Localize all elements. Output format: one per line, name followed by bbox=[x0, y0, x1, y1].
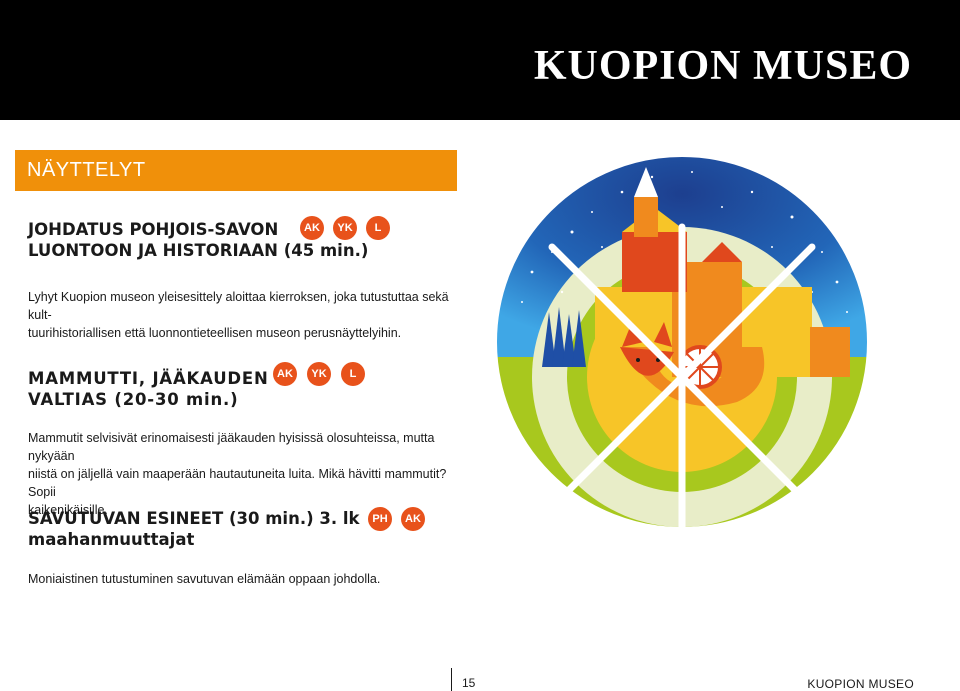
page-number: 15 bbox=[462, 676, 476, 690]
footer-museum-name: KUOPION MUSEO bbox=[807, 677, 914, 691]
badge-ph: PH bbox=[368, 507, 392, 531]
exhibit-title-1-line1: JOHDATUS POHJOIS-SAVON bbox=[28, 220, 279, 239]
wheel-icon bbox=[678, 345, 722, 389]
exhibit-description-1: Lyhyt Kuopion museon yleisesittely aloit… bbox=[28, 288, 468, 342]
section-title: NÄYTTELYT bbox=[27, 159, 146, 181]
exhibit-title-2: MAMMUTTI, JÄÄKAUDEN VALTIAS (20-30 min.) bbox=[28, 368, 269, 410]
emblem-spokes bbox=[548, 223, 816, 528]
badge-ak: AK bbox=[401, 507, 425, 531]
exhibit-description-3: Moniaistinen tutustuminen savutuvan eläm… bbox=[28, 570, 468, 588]
badge-l: L bbox=[341, 362, 365, 386]
exhibit-description-2-line1: Mammutit selvisivät erinomaisesti jääkau… bbox=[28, 431, 435, 463]
badge-yk: YK bbox=[307, 362, 331, 386]
exhibit-title-1-line2: LUONTOON JA HISTORIAAN (45 min.) bbox=[28, 241, 369, 260]
page-header: KUOPION MUSEO bbox=[0, 0, 960, 120]
exhibit-title-1: JOHDATUS POHJOIS-SAVON LUONTOON JA HISTO… bbox=[28, 219, 368, 261]
header-title: KUOPION MUSEO bbox=[533, 43, 912, 89]
museum-emblem-illustration bbox=[495, 155, 869, 529]
section-bar: NÄYTTELYT bbox=[15, 150, 457, 191]
badge-yk: YK bbox=[333, 216, 357, 240]
exhibit-description-3-line1: Moniaistinen tutustuminen savutuvan eläm… bbox=[28, 572, 381, 586]
exhibit-title-2-line2: VALTIAS (20-30 min.) bbox=[28, 390, 239, 409]
exhibit-description-2-line2: niistä on jäljellä vain maaperään hautau… bbox=[28, 467, 447, 499]
badge-ak: AK bbox=[300, 216, 324, 240]
spruce-forest-icon bbox=[542, 307, 586, 367]
footer-divider bbox=[451, 668, 452, 691]
exhibit-title-3-line1: SAVUTUVAN ESINEET (30 min.) 3. lk bbox=[28, 509, 360, 528]
exhibit-description-1-line1: Lyhyt Kuopion museon yleisesittely aloit… bbox=[28, 290, 449, 322]
exhibit-description-2: Mammutit selvisivät erinomaisesti jääkau… bbox=[28, 429, 468, 519]
badge-l: L bbox=[366, 216, 390, 240]
stars bbox=[521, 171, 848, 313]
exhibit-description-1-line2: tuurihistoriallisen että luonnontieteell… bbox=[28, 326, 402, 340]
badge-ak: AK bbox=[273, 362, 297, 386]
exhibit-description-2-line3: kaikenikäisille. bbox=[28, 503, 108, 517]
exhibit-title-3: SAVUTUVAN ESINEET (30 min.) 3. lk maahan… bbox=[28, 508, 360, 550]
exhibit-title-3-line2: maahanmuuttajat bbox=[28, 530, 195, 549]
exhibit-title-2-line1: MAMMUTTI, JÄÄKAUDEN bbox=[28, 369, 269, 388]
